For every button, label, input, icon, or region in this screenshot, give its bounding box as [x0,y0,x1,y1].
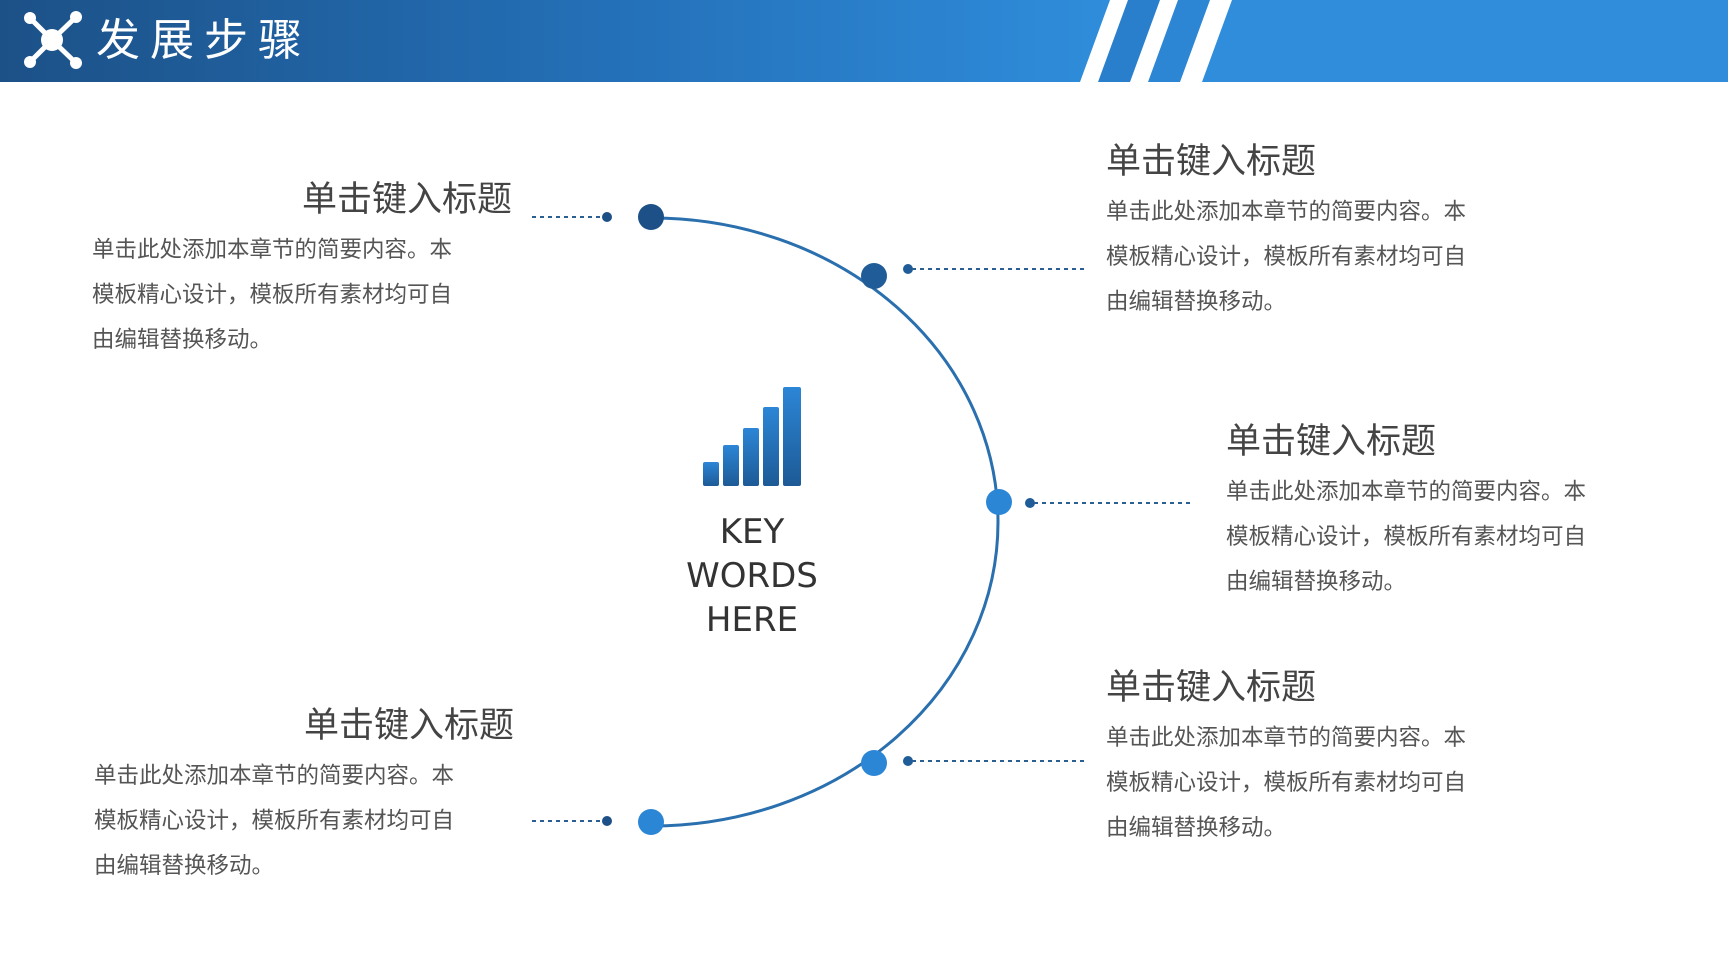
step-body-line: 模板精心设计，模板所有素材均可自 [1106,770,1467,796]
step-body-line: 由编辑替换移动。 [1106,815,1287,841]
timeline-arc [651,216,1000,828]
step-block-1: 单击键入标题 单击此处添加本章节的简要内容。本 模板精心设计，模板所有素材均可自… [92,176,512,363]
step-title: 单击键入标题 [1226,422,1437,462]
step-block-4: 单击键入标题 单击此处添加本章节的简要内容。本 模板精心设计，模板所有素材均可自… [1106,664,1526,851]
step-body-line: 单击此处添加本章节的简要内容。本 [92,237,453,263]
step-body-line: 单击此处添加本章节的简要内容。本 [94,763,455,789]
step-body: 单击此处添加本章节的简要内容。本 模板精心设计，模板所有素材均可自 由编辑替换移… [94,754,514,889]
connector-dot [903,264,913,274]
step-body: 单击此处添加本章节的简要内容。本 模板精心设计，模板所有素材均可自 由编辑替换移… [1106,716,1526,851]
step-title: 单击键入标题 [301,180,512,220]
header-stripe [1098,0,1160,82]
timeline-node [638,809,664,835]
step-body-line: 单击此处添加本章节的简要内容。本 [1226,479,1587,505]
timeline-node [986,489,1012,515]
step-body: 单击此处添加本章节的简要内容。本 模板精心设计，模板所有素材均可自 由编辑替换移… [92,228,512,363]
step-title: 单击键入标题 [1106,142,1317,182]
step-block-3: 单击键入标题 单击此处添加本章节的简要内容。本 模板精心设计，模板所有素材均可自… [1226,418,1646,605]
step-block-5: 单击键入标题 单击此处添加本章节的简要内容。本 模板精心设计，模板所有素材均可自… [94,702,514,889]
step-body-line: 由编辑替换移动。 [92,327,273,353]
step-body: 单击此处添加本章节的简要内容。本 模板精心设计，模板所有素材均可自 由编辑替换移… [1106,190,1526,325]
step-body-line: 模板精心设计，模板所有素材均可自 [92,282,453,308]
bar-chart-icon [703,387,801,486]
connector-dot [602,212,612,222]
step-block-2: 单击键入标题 单击此处添加本章节的简要内容。本 模板精心设计，模板所有素材均可自… [1106,138,1526,325]
step-body: 单击此处添加本章节的简要内容。本 模板精心设计，模板所有素材均可自 由编辑替换移… [1226,470,1646,605]
keyword-line: HERE [705,600,799,640]
step-body-line: 模板精心设计，模板所有素材均可自 [94,808,455,834]
step-body-line: 模板精心设计，模板所有素材均可自 [1226,524,1587,550]
page-title: 发展步骤 [96,15,312,66]
network-logo-icon [24,11,82,69]
step-title: 单击键入标题 [303,706,514,746]
header-background [0,0,1728,82]
timeline-node [638,204,664,230]
center-keywords: KEY WORDS HERE [652,510,852,642]
connector-dot [602,816,612,826]
keyword-line: WORDS [686,556,818,596]
step-title: 单击键入标题 [1106,668,1317,708]
header-stripe [1148,0,1210,82]
step-body-line: 由编辑替换移动。 [94,853,275,879]
step-body-line: 模板精心设计，模板所有素材均可自 [1106,244,1467,270]
timeline-node [861,263,887,289]
connector-dot [1025,498,1035,508]
step-body-line: 单击此处添加本章节的简要内容。本 [1106,725,1467,751]
header-right-panel [1202,0,1728,82]
step-body-line: 单击此处添加本章节的简要内容。本 [1106,199,1467,225]
step-body-line: 由编辑替换移动。 [1226,569,1407,595]
header-band: 发展步骤 [0,0,1728,82]
step-body-line: 由编辑替换移动。 [1106,289,1287,315]
keyword-line: KEY [719,512,785,552]
timeline-node [861,750,887,776]
header-main-panel [0,0,1110,82]
connector-dot [903,756,913,766]
